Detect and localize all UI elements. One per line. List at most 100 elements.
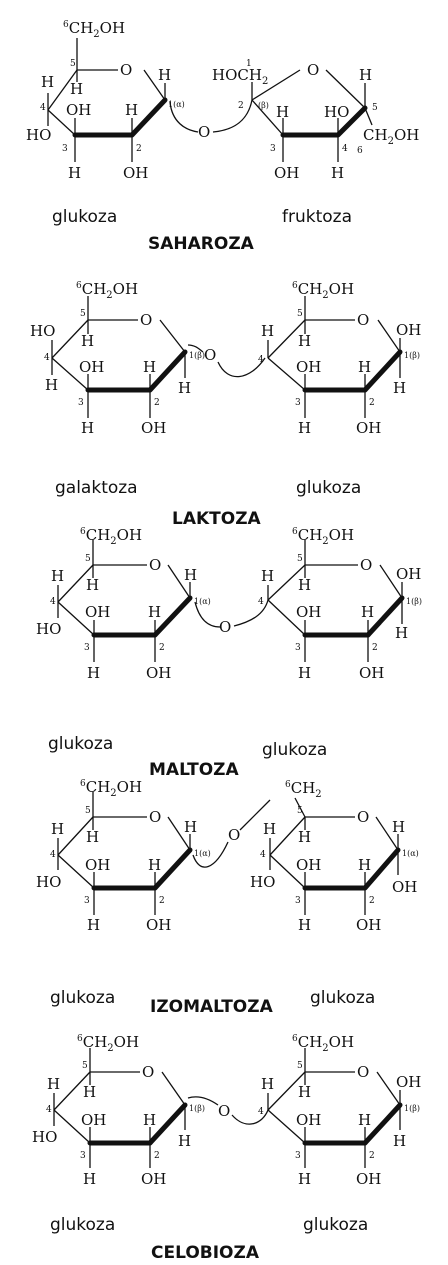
svg-text:2: 2 [369,398,375,408]
svg-text:6: 6 [357,146,363,156]
c3-oh: OH [296,358,321,376]
anomer-beta: 1(β) [189,351,205,360]
c6-ch2oh: 6CH2OH [80,526,142,547]
svg-text:4: 4 [342,144,348,154]
c3-h: H [298,916,311,934]
svg-text:5: 5 [297,309,303,319]
c3-h: H [87,664,100,682]
panel-saharoza: O 6CH2OH H H HO OH H H OH H 5 4 3 2 1(α)… [26,19,419,254]
c2-h: H [148,856,161,874]
c3-oh: OH [296,1111,321,1129]
fc6-ch2oh: CH2OH [363,126,419,147]
c4-ho: HO [36,620,61,638]
svg-text:5: 5 [297,1061,303,1071]
ring-oxygen: O [357,808,369,826]
c5-h: H [298,332,311,350]
anomer-beta: 1(β) [404,1104,420,1113]
c4-ho: HO [26,126,51,144]
glycosidic-oxygen: O [198,123,210,141]
c6-ch2oh: 6CH2OH [76,280,138,301]
c3-oh: OH [79,358,104,376]
c1-oh: OH [396,321,421,339]
svg-text:4: 4 [44,353,50,363]
right-label: glukoza [296,478,361,498]
svg-text:4: 4 [40,103,46,113]
c1-h: H [393,379,406,397]
c5-h: H [86,828,99,846]
c3-h: H [68,164,81,182]
c1-h: H [393,1132,406,1150]
anomer-alpha: 1(α) [402,849,419,858]
c1-oh: OH [396,565,421,583]
c3-h: H [298,419,311,437]
svg-text:2: 2 [136,144,142,154]
c4-ho: HO [32,1128,57,1146]
ring-oxygen: O [357,1063,369,1081]
svg-text:3: 3 [84,643,90,653]
c1-h: H [395,624,408,642]
anomer-alpha: 1(α) [194,597,211,606]
panel-celobioza: O 6CH2OH H H HO OH H H OH H 5 4 3 2 1(β)… [32,1033,421,1263]
c6-ch2oh: 6CH2OH [63,19,125,40]
c3-h: H [81,419,94,437]
svg-text:5: 5 [297,554,303,564]
c2-h: H [361,603,374,621]
panel-title: SAHAROZA [148,234,255,254]
svg-text:2: 2 [159,896,165,906]
svg-text:5: 5 [85,806,91,816]
svg-text:3: 3 [295,643,301,653]
panel-title: MALTOZA [149,760,239,780]
c2-h: H [358,1111,371,1129]
c6-ch2oh: 6CH2OH [80,778,142,799]
c2-h: H [358,358,371,376]
svg-text:2: 2 [154,1151,160,1161]
glycosidic-oxygen: O [204,346,216,364]
c6-ch2oh: 6CH2OH [77,1033,139,1054]
svg-text:4: 4 [50,597,56,607]
c5-h: H [298,576,311,594]
svg-text:4: 4 [260,850,266,860]
c2-h: H [143,358,156,376]
c2-oh: OH [356,419,381,437]
anomer-beta: 1(β) [404,351,420,360]
c3-h: H [298,1170,311,1188]
c1-h: H [158,66,171,84]
svg-text:3: 3 [84,896,90,906]
anomer-alpha: 1(α) [168,100,185,109]
svg-text:2: 2 [154,398,160,408]
ring-oxygen: O [140,311,152,329]
fc5-h: H [359,66,372,84]
c2-oh: OH [146,664,171,682]
c5-h: H [81,332,94,350]
anomer-beta: (β) [258,101,269,110]
svg-text:4: 4 [258,355,264,365]
c4-h: H [263,820,276,838]
svg-text:2: 2 [369,1151,375,1161]
svg-text:5: 5 [85,554,91,564]
c4-h: H [261,567,274,585]
ring-oxygen: O [149,556,161,574]
svg-text:5: 5 [70,59,76,69]
c1-h: H [178,379,191,397]
fructose-ring-oxygen: O [307,61,319,79]
c4-h: H [261,1075,274,1093]
c2-oh: OH [146,916,171,934]
c1-h: H [178,1132,191,1150]
c1-h: H [392,818,405,836]
panel-laktoza: O 6CH2OH H HO H OH H H OH H 5 4 3 2 1(β)… [30,280,421,529]
panel-maltoza: O 6CH2OH H H HO OH H H OH H 5 4 3 2 1(α)… [36,526,422,780]
c5-h: H [83,1083,96,1101]
c3-oh: OH [296,856,321,874]
svg-text:2: 2 [159,643,165,653]
c1-h: H [184,818,197,836]
svg-text:3: 3 [295,398,301,408]
glycosidic-oxygen: O [219,618,231,636]
ring-oxygen: O [360,556,372,574]
svg-text:5: 5 [372,103,378,113]
fc4-h: H [331,164,344,182]
c2-oh: OH [356,916,381,934]
c3-h: H [298,664,311,682]
c3-oh: OH [66,101,91,119]
